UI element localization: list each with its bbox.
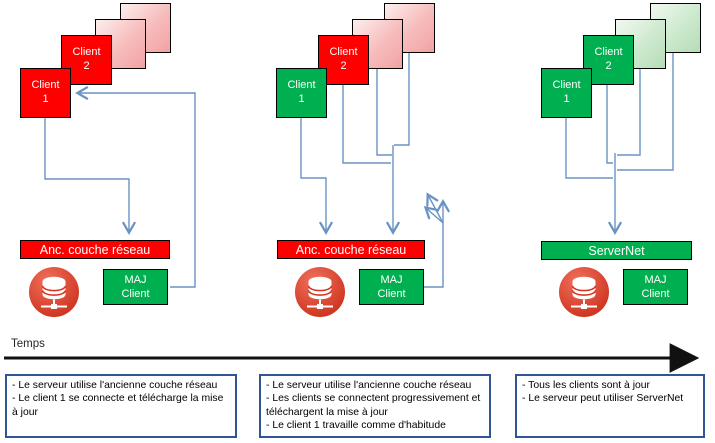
maj-upload-branch1 xyxy=(426,192,444,224)
phase3-connectors xyxy=(565,53,674,235)
phase1-note-box: - Le serveur utilise l'ancienne couche r… xyxy=(5,374,237,438)
maj-upload-branch2 xyxy=(423,206,444,224)
note-line: - Le serveur utilise l'ancienne couche r… xyxy=(266,380,472,391)
phase2-connectors xyxy=(300,53,450,288)
note-line: - Les clients se connectent progressivem… xyxy=(266,393,481,418)
client2-join-line xyxy=(342,85,391,164)
client1-label: Client xyxy=(287,79,316,92)
client1-to-network-line xyxy=(300,118,333,235)
maj-label-line2: Client xyxy=(377,288,406,300)
server-icon xyxy=(559,267,609,317)
ghost2-join-line xyxy=(394,53,410,146)
note-line: - Tous les clients sont à jour xyxy=(522,380,651,391)
maj-client-box: MAJ Client xyxy=(623,269,688,305)
ghost2-join-line xyxy=(617,53,674,171)
servernet-bar: ServerNet xyxy=(541,241,692,260)
maj-label-line1: MAJ xyxy=(644,273,667,286)
old-network-bar: Anc. couche réseau xyxy=(277,240,425,259)
phase3-note-box: - Tous les clients sont à jour - Le serv… xyxy=(515,374,705,438)
phase2-note-box: - Le serveur utilise l'ancienne couche r… xyxy=(259,374,491,438)
client1-join-line xyxy=(565,118,613,179)
ghost1-join-line xyxy=(617,69,641,156)
client1-number: 1 xyxy=(298,93,305,105)
maj-label-line2: Client xyxy=(641,288,670,300)
server-icon xyxy=(295,267,345,317)
maj-label-line2: Client xyxy=(121,288,150,300)
maj-to-client1-line xyxy=(75,86,196,288)
client1-label: Client xyxy=(552,79,581,92)
maj-label-line1: MAJ xyxy=(380,273,403,286)
client2-square: Client 2 xyxy=(61,35,112,85)
ghost1-join-line xyxy=(376,69,392,156)
note-line: - Le client 1 travaille comme d'habitude xyxy=(266,419,446,431)
client1-label: Client xyxy=(31,79,60,92)
old-network-label: Anc. couche réseau xyxy=(39,242,151,257)
client1-to-network-line xyxy=(44,118,136,235)
client1-square: Client 1 xyxy=(276,68,327,118)
note-line: - Le serveur peut utiliser ServerNet xyxy=(522,393,684,405)
client2-label: Client xyxy=(329,46,358,59)
client1-square: Client 1 xyxy=(20,68,71,118)
client2-join-line xyxy=(606,85,613,164)
maj-upload-line xyxy=(424,199,450,288)
client2-number: 2 xyxy=(340,60,347,72)
timeline-label: Temps xyxy=(11,338,45,350)
client1-number: 1 xyxy=(563,93,570,105)
old-network-bar: Anc. couche réseau xyxy=(20,240,170,259)
note-line: - Le serveur utilise l'ancienne couche r… xyxy=(12,380,218,391)
server-icon xyxy=(29,267,79,317)
client1-square: Client 1 xyxy=(541,68,592,118)
client1-number: 1 xyxy=(42,93,49,105)
client2-number: 2 xyxy=(605,60,612,72)
old-network-label: Anc. couche réseau xyxy=(295,242,407,257)
maj-client-box: MAJ Client xyxy=(359,269,424,305)
client2-label: Client xyxy=(72,46,101,59)
servernet-label: ServerNet xyxy=(588,243,645,258)
maj-label-line1: MAJ xyxy=(124,273,147,286)
client2-label: Client xyxy=(594,46,623,59)
note-line: - Le client 1 se connecte et télécharge … xyxy=(12,393,224,418)
maj-client-box: MAJ Client xyxy=(103,269,168,305)
client2-number: 2 xyxy=(83,60,90,72)
phase1-connectors xyxy=(44,86,196,288)
